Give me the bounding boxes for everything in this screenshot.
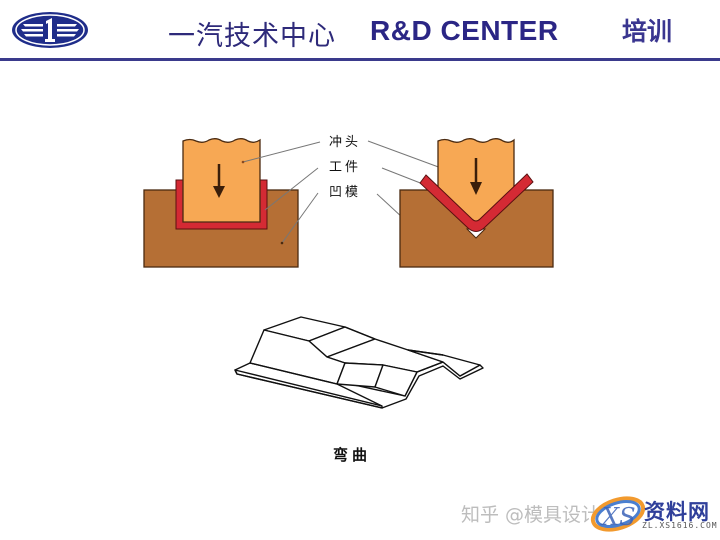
zhihu-watermark: 知乎 @模具设计 xyxy=(461,504,601,526)
xs1616-name: 资料网 xyxy=(644,500,710,524)
header-divider xyxy=(0,58,720,61)
faw-logo-icon xyxy=(12,12,88,48)
xs1616-url: ZL.XS1616.COM xyxy=(642,521,718,530)
org-title-chinese: 一汽技术中心 xyxy=(168,21,336,52)
u-bending-figure xyxy=(143,138,299,268)
svg-text:XS: XS xyxy=(600,503,636,531)
punch-left xyxy=(182,138,261,223)
figure-caption: 弯曲 xyxy=(333,446,372,464)
label-punch: 冲头 xyxy=(329,135,362,150)
label-die: 凹模 xyxy=(329,185,362,200)
workpiece-right xyxy=(419,173,534,232)
label-workpiece: 工件 xyxy=(329,160,362,175)
slide-header: 一汽技术中心 R&D CENTER 培训 xyxy=(0,0,720,62)
v-bending-figure xyxy=(399,138,554,268)
bent-part-figure xyxy=(234,316,484,409)
org-title-english: R&D CENTER xyxy=(370,15,559,46)
section-title: 培训 xyxy=(622,17,673,46)
xs1616-logo-icon: XS xyxy=(590,496,646,532)
